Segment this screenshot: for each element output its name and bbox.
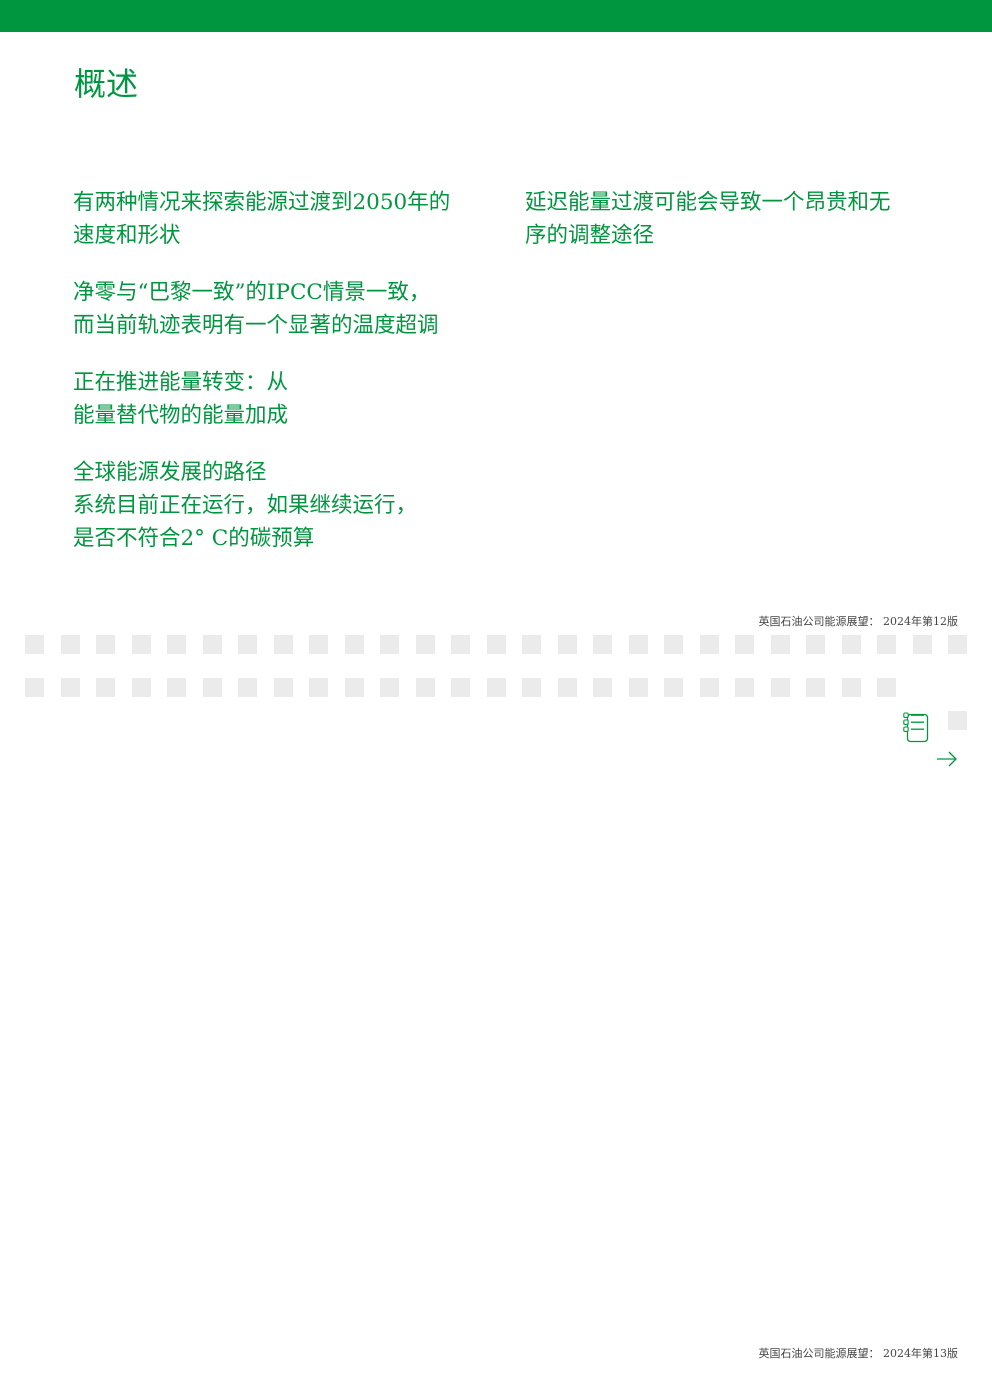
decorative-square bbox=[487, 635, 506, 654]
decorative-square bbox=[735, 678, 754, 697]
decorative-square bbox=[238, 635, 257, 654]
summary-line: 能量替代物的能量加成 bbox=[73, 403, 289, 428]
decorative-square bbox=[274, 635, 293, 654]
decorative-square bbox=[451, 678, 470, 697]
decorative-square bbox=[806, 635, 825, 654]
decorative-square bbox=[167, 678, 186, 697]
decorative-square bbox=[203, 678, 222, 697]
summary-item-5: 延迟能量过渡可能会导致一个昂贵和无 序的调整途径 bbox=[525, 186, 945, 252]
decorative-square bbox=[771, 678, 790, 697]
summary-line: 正在推进能量转变：从 bbox=[73, 370, 289, 395]
decorative-square bbox=[735, 635, 754, 654]
decorative-square-pattern bbox=[25, 635, 967, 730]
decorative-square bbox=[842, 678, 861, 697]
decorative-square bbox=[664, 635, 683, 654]
arrow-right-icon[interactable] bbox=[935, 748, 959, 770]
decorative-square bbox=[61, 635, 80, 654]
summary-line: 序的调整途径 bbox=[525, 223, 655, 248]
summary-line: 有两种情况来探索能源过渡到2050年的 bbox=[73, 190, 451, 215]
page-footer-12: 英国石油公司能源展望： 2024年第12版 bbox=[758, 615, 959, 628]
summary-item-4: 全球能源发展的路径 系统目前正在运行，如果继续运行， 是否不符合2° C的碳预算 bbox=[73, 456, 493, 555]
decorative-square bbox=[345, 635, 364, 654]
decorative-square bbox=[96, 678, 115, 697]
summary-line: 全球能源发展的路径 bbox=[73, 460, 267, 485]
decorative-square bbox=[309, 635, 328, 654]
decorative-square bbox=[203, 635, 222, 654]
decorative-square bbox=[132, 635, 151, 654]
decorative-square bbox=[593, 678, 612, 697]
decorative-square bbox=[771, 635, 790, 654]
page-footer-13: 英国石油公司能源展望： 2024年第13版 bbox=[758, 1347, 959, 1360]
decorative-square bbox=[522, 678, 541, 697]
decorative-square bbox=[61, 678, 80, 697]
decorative-square bbox=[948, 635, 967, 654]
decorative-square bbox=[593, 635, 612, 654]
decorative-square bbox=[558, 635, 577, 654]
summary-line: 是否不符合2° C的碳预算 bbox=[73, 526, 315, 551]
summary-item-1: 有两种情况来探索能源过渡到2050年的 速度和形状 bbox=[73, 186, 493, 252]
decorative-square bbox=[25, 678, 44, 697]
decorative-square bbox=[309, 678, 328, 697]
decorative-square bbox=[416, 635, 435, 654]
decorative-square bbox=[238, 678, 257, 697]
top-header-bar bbox=[0, 0, 992, 32]
decorative-square bbox=[96, 635, 115, 654]
summary-item-2: 净零与“巴黎一致”的IPCC情景一致， 而当前轨迹表明有一个显著的温度超调 bbox=[73, 276, 493, 342]
right-column: 延迟能量过渡可能会导致一个昂贵和无 序的调整途径 bbox=[525, 186, 945, 276]
left-column: 有两种情况来探索能源过渡到2050年的 速度和形状 净零与“巴黎一致”的IPCC… bbox=[73, 186, 493, 579]
decorative-square bbox=[132, 678, 151, 697]
decorative-square bbox=[416, 678, 435, 697]
decorative-square bbox=[877, 635, 896, 654]
summary-line: 而当前轨迹表明有一个显著的温度超调 bbox=[73, 313, 439, 338]
decorative-square bbox=[700, 635, 719, 654]
decorative-square bbox=[842, 635, 861, 654]
summary-line: 净零与“巴黎一致”的IPCC情景一致， bbox=[73, 280, 431, 305]
decorative-square bbox=[451, 635, 470, 654]
summary-line: 系统目前正在运行，如果继续运行， bbox=[73, 493, 418, 518]
decorative-square bbox=[877, 678, 896, 697]
table-of-contents-icon[interactable] bbox=[903, 711, 931, 745]
decorative-square bbox=[274, 678, 293, 697]
summary-item-3: 正在推进能量转变：从 能量替代物的能量加成 bbox=[73, 366, 493, 432]
summary-line: 延迟能量过渡可能会导致一个昂贵和无 bbox=[525, 190, 891, 215]
decorative-square bbox=[522, 635, 541, 654]
decorative-square bbox=[167, 635, 186, 654]
decorative-square bbox=[25, 635, 44, 654]
decorative-square bbox=[806, 678, 825, 697]
decorative-square bbox=[345, 678, 364, 697]
decorative-square bbox=[700, 678, 719, 697]
decorative-square bbox=[629, 678, 648, 697]
decorative-square bbox=[380, 635, 399, 654]
summary-line: 速度和形状 bbox=[73, 223, 181, 248]
page-title: 概述 bbox=[74, 65, 139, 103]
decorative-square bbox=[629, 635, 648, 654]
decorative-square bbox=[380, 678, 399, 697]
decorative-square bbox=[664, 678, 683, 697]
decorative-square bbox=[487, 678, 506, 697]
decorative-square bbox=[558, 678, 577, 697]
decorative-square bbox=[913, 635, 932, 654]
decorative-square bbox=[948, 711, 967, 730]
